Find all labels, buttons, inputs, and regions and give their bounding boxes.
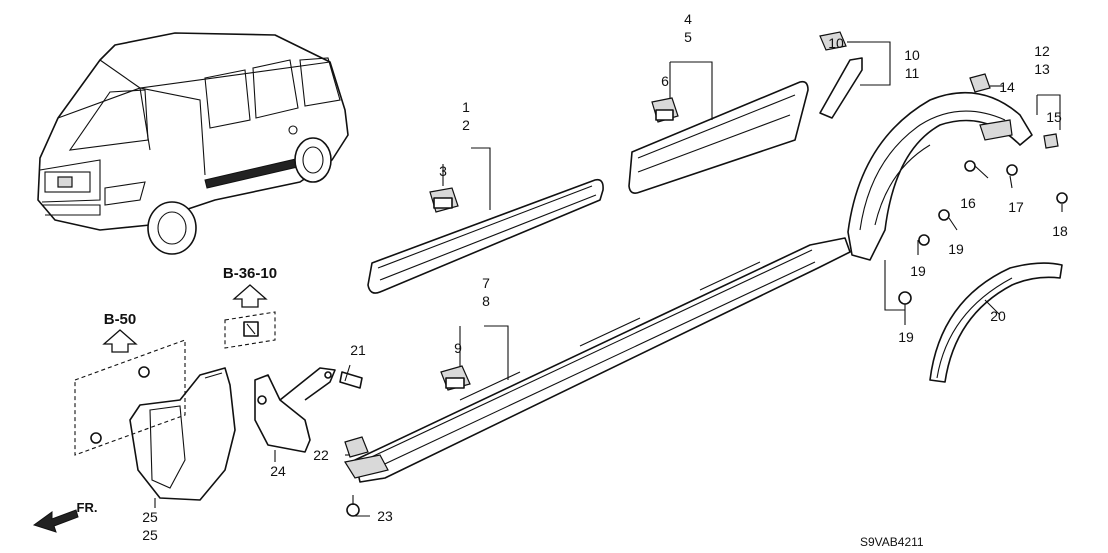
callout-22: 22: [313, 447, 329, 463]
callout-20: 15: [1046, 109, 1062, 125]
callout-6: 13: [1034, 61, 1050, 77]
callout-23: 19: [898, 329, 914, 345]
callout-18: 23: [377, 508, 393, 524]
callout-labels: 1 2 3 4 5 6 7 8 9 10 10 11 12 13 14 15 1…: [77, 11, 1068, 549]
callout-19-low: 19: [910, 263, 926, 279]
callout-16: 10: [828, 35, 844, 51]
mud-guard: [129, 367, 236, 501]
garnish-9-13: [819, 57, 863, 119]
front-arrow: [32, 509, 79, 533]
clip-24: [440, 365, 471, 391]
callout-11: 2: [462, 117, 470, 133]
screw-b50: [90, 366, 150, 444]
clip-22: [344, 436, 369, 458]
ref-arrow-b36: [232, 284, 268, 308]
door-molding-front: [367, 178, 604, 294]
callout-19-top: 16: [960, 195, 976, 211]
callout-24: 9: [454, 340, 462, 356]
callout-19-mid: 19: [948, 241, 964, 257]
callout-10-rear: 6: [661, 73, 669, 89]
callout-13: 11: [905, 65, 920, 81]
vehicle-illustration: [37, 32, 349, 255]
callout-4: 24: [270, 463, 286, 479]
callout-14: 25: [142, 509, 158, 525]
callout-8: 4: [684, 11, 692, 27]
mud-guard-bracket: [254, 367, 336, 453]
clip-20: [1043, 133, 1059, 149]
screw-18: [346, 495, 360, 517]
clip-16: [819, 31, 847, 51]
diagram-code: S9VAB4211: [860, 535, 924, 549]
callout-7: 1: [462, 99, 470, 115]
callout-21: 14: [999, 79, 1015, 95]
wheel-liner: [847, 91, 1033, 261]
callout-15: 25: [142, 527, 158, 543]
screws-19-25: [898, 160, 1068, 305]
callout-5: 12: [1034, 43, 1050, 59]
callout-17: 21: [350, 342, 366, 358]
callout-2: 8: [482, 293, 490, 309]
callout-25-left: 17: [1008, 199, 1024, 215]
reference-b50: B-50: [104, 311, 137, 328]
bolt-17: [339, 371, 363, 389]
front-label: FR.: [77, 500, 98, 515]
side-sill-garnish: [344, 237, 851, 483]
callout-9: 10: [904, 47, 920, 63]
dashed-box-b36: [224, 311, 276, 349]
clip-21: [969, 73, 991, 93]
callout-12: 5: [684, 29, 692, 45]
callout-1: 7: [482, 275, 490, 291]
ref-arrow-b50: [102, 329, 138, 353]
leader-lines: [154, 41, 1063, 517]
callout-3: 20: [990, 308, 1006, 324]
clip-10-front: [429, 187, 459, 213]
dashed-box-b50: [74, 339, 186, 456]
reference-b36-10: B-36-10: [223, 265, 277, 282]
arch-molding-3: [929, 262, 1063, 383]
callout-10-front: 3: [439, 163, 447, 179]
door-molding-rear: [628, 80, 809, 194]
clip-b36: [243, 321, 259, 337]
callout-25-right: 18: [1052, 223, 1068, 239]
clip-10-rear: [651, 97, 679, 123]
